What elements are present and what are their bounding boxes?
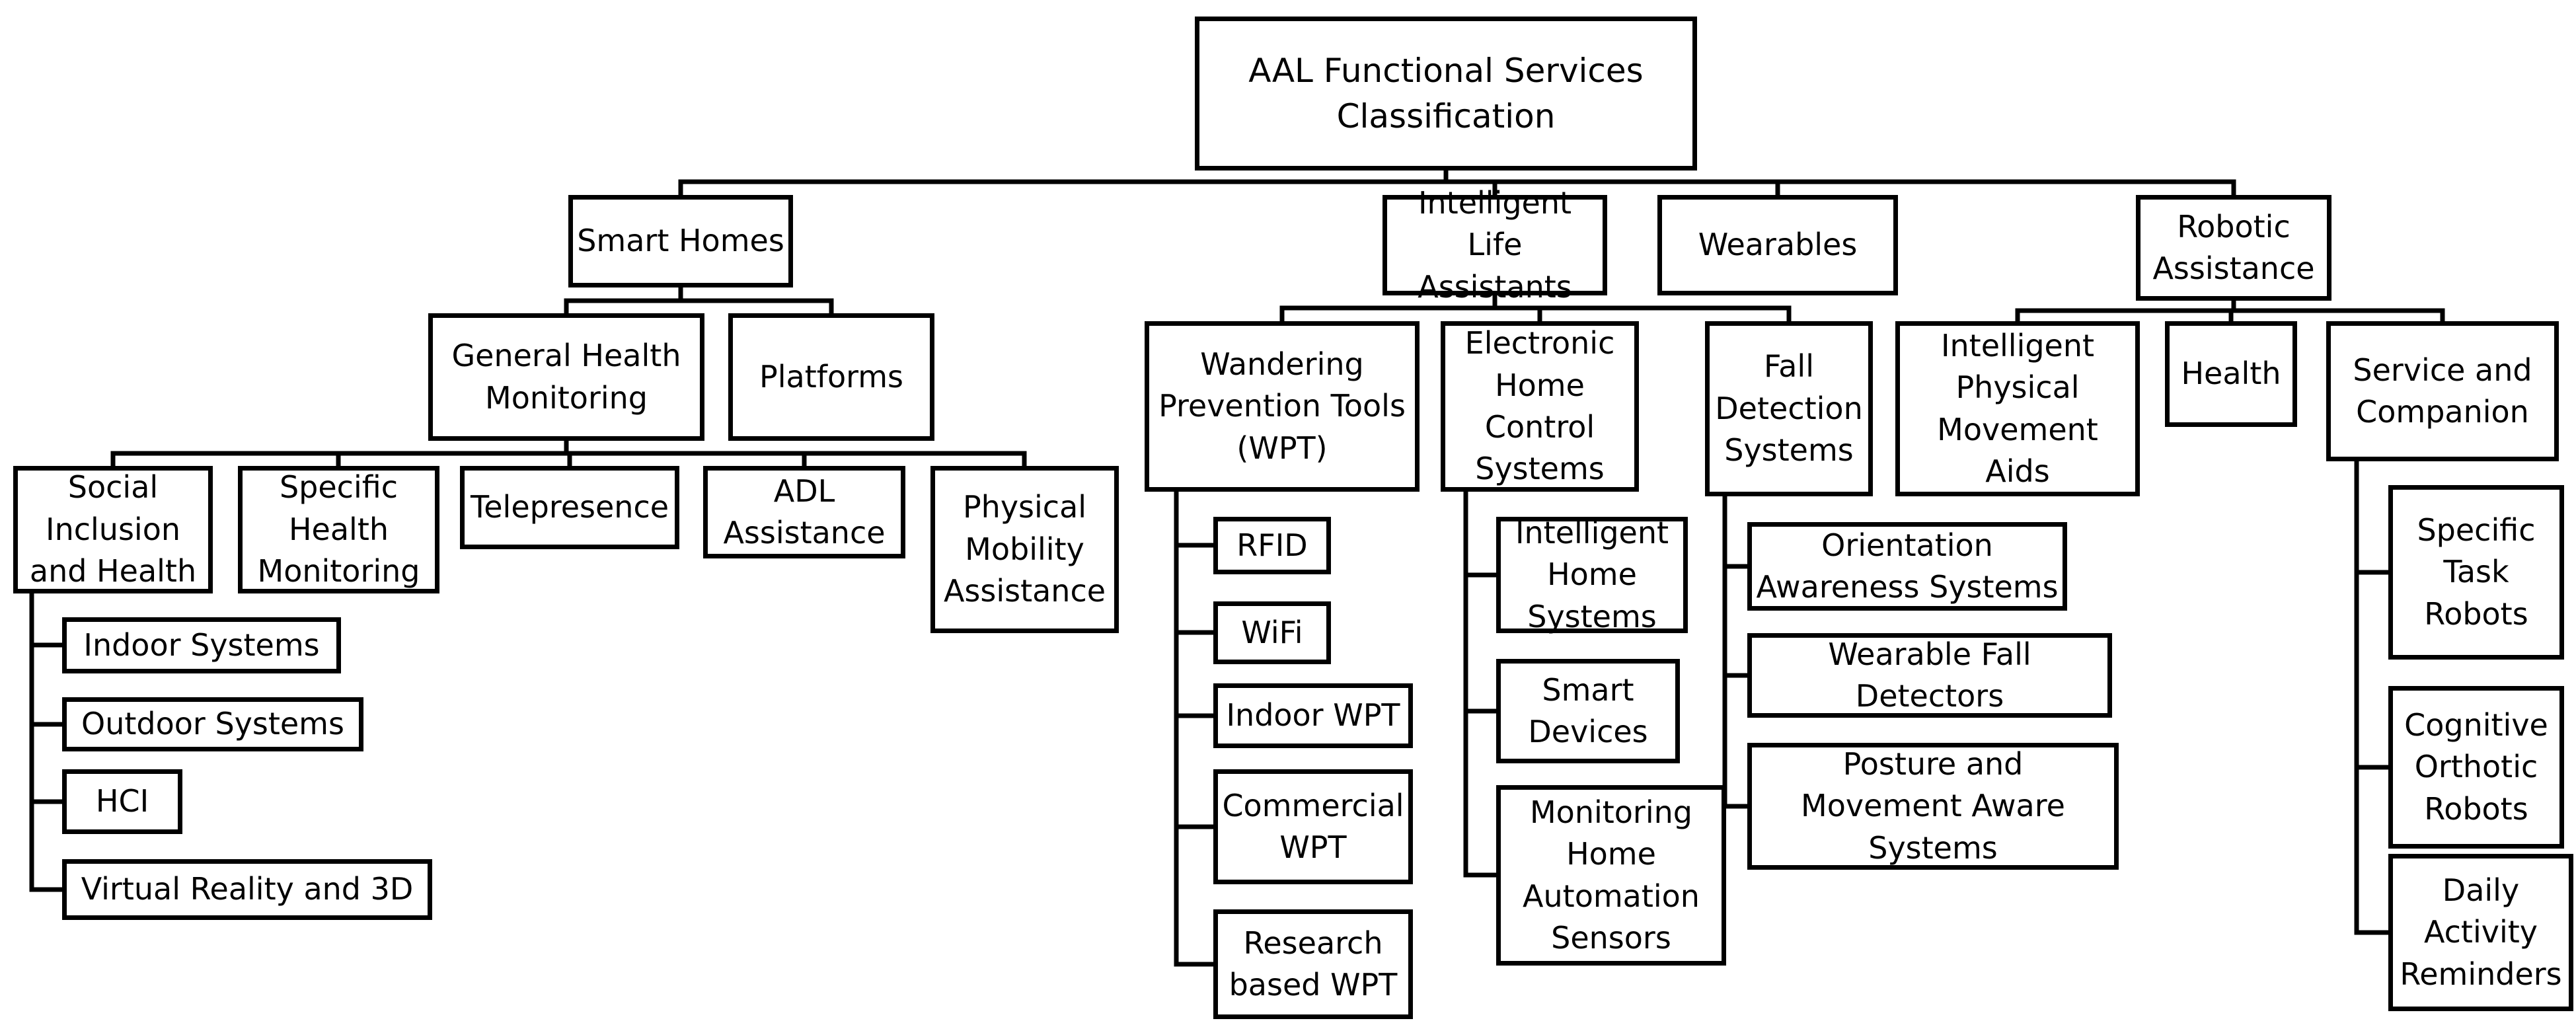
node-label: General Health Monitoring (451, 338, 681, 416)
node-label: Robotic Assistance (2152, 208, 2315, 286)
node-label: Orientation Awareness Systems (1756, 527, 2059, 605)
node-social-inclusion: Social Inclusion and Health (13, 466, 213, 593)
node-label: Intelligent Life Assistants (1418, 184, 1572, 305)
node-health: Health (2165, 321, 2297, 427)
node-label: Indoor Systems (83, 627, 320, 663)
node-label: RFID (1236, 527, 1308, 563)
node-label: Specific Task Robots (2417, 512, 2536, 632)
node-label: Fall Detection Systems (1715, 348, 1863, 469)
node-specific-task-robots: Specific Task Robots (2388, 485, 2564, 660)
node-label: Wandering Prevention Tools (WPT) (1158, 346, 1406, 466)
node-label: Virtual Reality and 3D (81, 871, 414, 907)
node-electronic-home-control: Electronic Home Control Systems (1441, 321, 1639, 492)
node-intelligent-home-systems: Intelligent Home Systems (1496, 515, 1688, 634)
node-orientation-awareness: Orientation Awareness Systems (1747, 522, 2067, 611)
node-service-companion: Service and Companion (2326, 321, 2559, 461)
node-intelligent-life-assistants: Intelligent Life Assistants (1383, 185, 1607, 305)
node-label: Intelligent Home Systems (1515, 514, 1669, 634)
node-label: Smart Homes (577, 223, 784, 259)
node-research-wpt: Research based WPT (1213, 909, 1413, 1019)
node-posture-movement: Posture and Movement Aware Systems (1747, 743, 2119, 870)
node-cognitive-orthotic-robots: Cognitive Orthotic Robots (2388, 686, 2564, 849)
node-smart-homes: Smart Homes (568, 195, 793, 287)
node-general-health-monitoring: General Health Monitoring (428, 313, 704, 441)
node-label: WiFi (1241, 614, 1303, 650)
node-adl-assistance: ADL Assistance (703, 466, 905, 558)
node-label: ADL Assistance (723, 473, 886, 551)
node-indoor-wpt: Indoor WPT (1213, 683, 1413, 748)
node-label: Commercial WPT (1222, 787, 1404, 865)
node-label: Service and Companion (2353, 352, 2532, 430)
node-label: Physical Mobility Assistance (943, 489, 1106, 609)
node-robotic-assistance: Robotic Assistance (2136, 195, 2331, 301)
node-label: Intelligent Physical Movement Aids (1937, 327, 2098, 489)
node-wearables: Wearables (1657, 195, 1898, 295)
node-smart-devices: Smart Devices (1496, 659, 1680, 763)
node-label: HCI (95, 783, 149, 819)
node-label: AAL Functional Services Classification (1248, 51, 1644, 135)
node-telepresence: Telepresence (460, 466, 679, 549)
node-label: Posture and Movement Aware Systems (1801, 745, 2065, 866)
node-label: Platforms (759, 358, 903, 395)
node-label: Wearables (1698, 227, 1858, 263)
node-wpt: Wandering Prevention Tools (WPT) (1145, 321, 1420, 492)
node-label: Wearable Fall Detectors (1828, 636, 2031, 714)
node-specific-health-monitoring: Specific Health Monitoring (238, 466, 439, 593)
node-commercial-wpt: Commercial WPT (1213, 769, 1413, 884)
node-label: Specific Health Monitoring (257, 469, 420, 590)
node-physical-mobility: Physical Mobility Assistance (930, 466, 1119, 633)
node-label: Health (2181, 356, 2281, 392)
node-virtual-reality: Virtual Reality and 3D (62, 859, 432, 920)
node-label: Electronic Home Control Systems (1464, 325, 1615, 487)
node-label: Telepresence (470, 489, 669, 525)
node-fall-detection: Fall Detection Systems (1705, 321, 1873, 496)
node-monitoring-home-automation: Monitoring Home Automation Sensors (1496, 785, 1726, 966)
node-root: AAL Functional Services Classification (1195, 17, 1697, 171)
node-platforms: Platforms (728, 313, 934, 441)
node-wearable-fall-detectors: Wearable Fall Detectors (1747, 633, 2112, 718)
node-daily-activity-reminders: Daily Activity Reminders (2388, 854, 2573, 1011)
node-wifi: WiFi (1213, 601, 1331, 664)
node-label: Indoor WPT (1226, 697, 1400, 734)
node-label: Monitoring Home Automation Sensors (1523, 794, 1700, 956)
node-intelligent-physical-movement: Intelligent Physical Movement Aids (1895, 321, 2140, 496)
node-outdoor-systems: Outdoor Systems (62, 697, 363, 751)
node-label: Social Inclusion and Health (29, 469, 197, 590)
node-label: Research based WPT (1229, 925, 1398, 1003)
node-label: Smart Devices (1528, 671, 1648, 749)
node-indoor-systems: Indoor Systems (62, 617, 341, 673)
node-rfid: RFID (1213, 517, 1331, 574)
node-label: Daily Activity Reminders (2400, 872, 2562, 992)
node-label: Outdoor Systems (81, 706, 344, 742)
node-label: Cognitive Orthotic Robots (2404, 706, 2548, 827)
node-hci: HCI (62, 769, 182, 834)
